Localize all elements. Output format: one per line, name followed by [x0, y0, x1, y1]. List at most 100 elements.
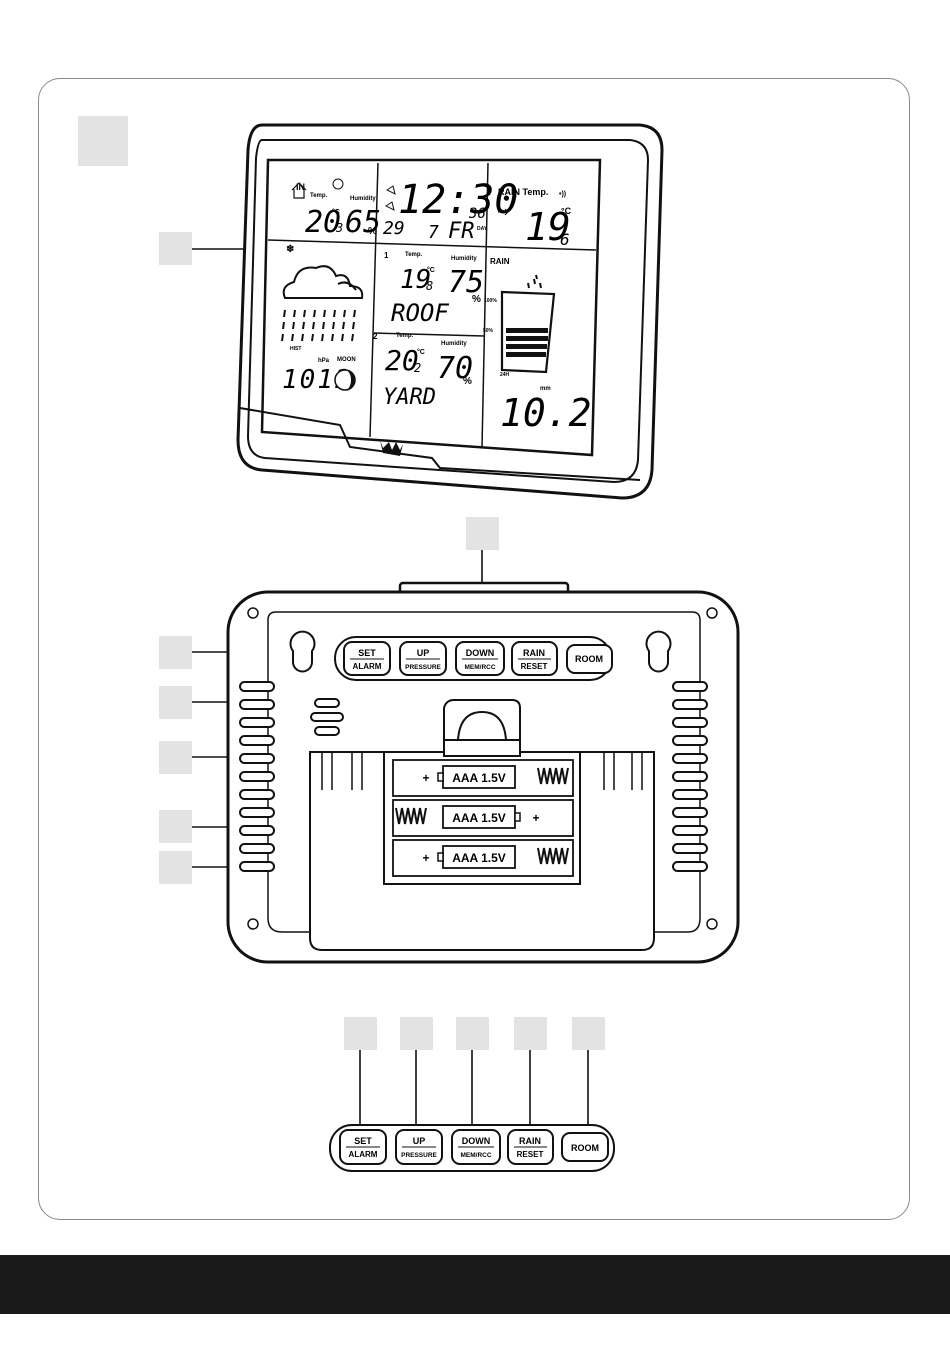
forecast-cloud-icon: [282, 265, 364, 299]
button-bottom-label: MEM/RCC: [464, 664, 495, 671]
back-device: AAA 1.5V + AAA 1.5V + AAA 1.5V + SET: [226, 581, 740, 964]
button-bottom-label: PRESSURE: [405, 664, 441, 671]
button-top-label: RAIN: [519, 1136, 541, 1146]
button-bottom-label: RESET: [517, 1150, 544, 1159]
ch2-humidity-label: Humidity: [441, 341, 467, 347]
ch1-number: 1: [384, 251, 389, 260]
spring-icon: [395, 807, 427, 825]
battery-1-label: AAA 1.5V: [452, 771, 506, 785]
callout-1: [159, 232, 192, 265]
closeup-up-pressure-button[interactable]: UP PRESSURE: [395, 1129, 443, 1165]
callout-3: [159, 636, 192, 669]
clock-weekday: FR: [448, 219, 475, 244]
wall-mount-keyhole-left: [289, 630, 316, 673]
rain-period: 24H: [500, 372, 510, 378]
button-bottom-label: PRESSURE: [401, 1152, 437, 1159]
indoor-temp-unit: °C: [332, 208, 340, 216]
screws: [247, 607, 718, 930]
ch2-temp-label: Temp.: [396, 333, 414, 339]
indoor-temp-label: Temp.: [310, 193, 328, 199]
clock-date-right: 7: [428, 222, 439, 243]
button-top-label: SET: [358, 648, 376, 658]
stand-hinges: [321, 752, 643, 790]
rain-temp-dec: 6: [560, 230, 570, 249]
button-top-label: ROOM: [571, 1143, 599, 1153]
indoor-humidity-label: Humidity: [350, 196, 376, 202]
ch1-humidity-unit: %: [472, 294, 481, 305]
ch1-name: ROOF: [391, 299, 449, 327]
clock-time: 12:30: [398, 177, 518, 223]
battery-2-polarity: +: [532, 811, 539, 825]
callout-6: [159, 810, 192, 843]
indoor-humidity: 65: [345, 205, 381, 240]
screw-icon: [247, 918, 259, 930]
button-bottom-label: ALARM: [349, 1150, 378, 1159]
forecast-rain-icon: [281, 309, 356, 342]
room-button[interactable]: ROOM: [566, 644, 613, 674]
button-top-label: DOWN: [466, 648, 495, 658]
alarm-bell-icon: [385, 185, 396, 211]
vent-slots-right: [672, 681, 708, 872]
ch2-number: 2: [373, 332, 378, 341]
ch2-name: YARD: [383, 385, 436, 410]
button-top-label: DOWN: [462, 1136, 491, 1146]
battery-3-polarity: +: [422, 851, 429, 865]
wall-mount-keyhole-right: [645, 630, 672, 673]
button-bottom-label: ALARM: [353, 662, 382, 671]
battery-row: AAA 1.5V +: [392, 839, 574, 877]
clock-seconds: 36: [468, 206, 486, 222]
lcd-dividers: [267, 162, 597, 448]
button-top-label: UP: [413, 1136, 426, 1146]
ch2-humidity: 70: [437, 351, 473, 386]
indoor-house-icon: [291, 182, 307, 199]
callout-10: [456, 1017, 489, 1050]
rain-reset-button[interactable]: RAIN RESET: [511, 641, 558, 676]
spring-icon: [537, 847, 569, 865]
up-pressure-button[interactable]: UP PRESSURE: [399, 641, 447, 676]
pressure-hist-label: HIST: [290, 346, 301, 352]
down-mem-button[interactable]: DOWN MEM/RCC: [455, 641, 505, 676]
callout-boxes: [78, 116, 605, 1050]
rain-temp-unit: °C: [561, 206, 572, 216]
speaker-grille: [310, 698, 344, 736]
button-top-label: UP: [417, 648, 430, 658]
rain-temp-int: 19: [525, 205, 571, 249]
set-alarm-button[interactable]: SET ALARM: [343, 641, 391, 676]
moon-shadow: [345, 370, 355, 390]
battery-cover-latch[interactable]: [443, 699, 521, 757]
indoor-label: IN: [296, 182, 305, 192]
clock-day-label: DAY: [477, 226, 488, 232]
ch1-humidity-label: Humidity: [451, 256, 477, 262]
closeup-rain-reset-button[interactable]: RAIN RESET: [507, 1129, 554, 1165]
indoor-temp-int: 20: [305, 205, 341, 240]
battery-1-polarity: +: [422, 771, 429, 785]
button-closeup: SET ALARM UP PRESSURE DOWN MEM/RCC RAIN …: [329, 1124, 615, 1172]
ch1-temp-int: 19: [400, 265, 431, 295]
callout-a: [78, 116, 128, 166]
callout-4: [159, 686, 192, 719]
battery-row: AAA 1.5V +: [392, 759, 574, 797]
battery-3-label: AAA 1.5V: [452, 851, 506, 865]
battery-row: AAA 1.5V +: [392, 799, 574, 837]
button-top-label: ROOM: [575, 654, 603, 664]
rain-unit: mm: [540, 386, 551, 392]
rain-temp-arrow-icon: [498, 208, 509, 216]
back-inner-border: [267, 611, 701, 933]
indoor-humidity-unit: %: [368, 226, 377, 237]
button-top-label: SET: [354, 1136, 372, 1146]
ch1-temp-unit: °C: [427, 266, 435, 274]
rain-label: RAIN: [490, 257, 510, 266]
moon-label: MOON: [337, 357, 356, 363]
ch1-temp-dec: 8: [426, 279, 433, 293]
closeup-set-alarm-button[interactable]: SET ALARM: [339, 1129, 387, 1165]
ch2-temp-unit: °C: [417, 348, 425, 356]
callout-12: [572, 1017, 605, 1050]
closeup-down-mem-button[interactable]: DOWN MEM/RCC: [451, 1129, 501, 1165]
vent-slots-left: [239, 681, 275, 872]
closeup-room-button[interactable]: ROOM: [561, 1132, 609, 1162]
figure-frame: [38, 78, 910, 1220]
foldout-stand: [309, 751, 655, 951]
button-bottom-label: MEM/RCC: [460, 1152, 491, 1159]
battery-2-label: AAA 1.5V: [452, 811, 506, 825]
